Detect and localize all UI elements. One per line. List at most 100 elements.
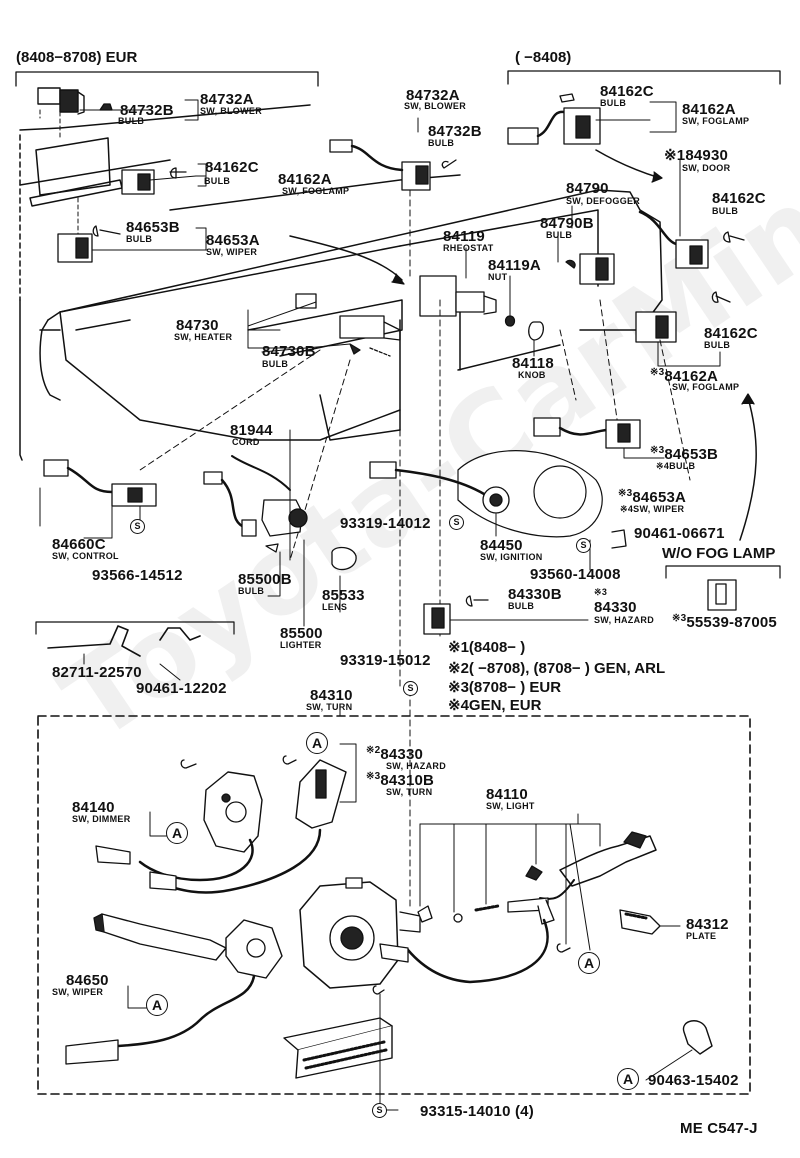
part-number-84653A-right-num: 84653A [632, 489, 687, 506]
part-desc-84653A-right: ※4SW, WIPER [620, 505, 684, 514]
part-number-84162A-left: 84162A [278, 171, 332, 188]
defogger-switch [565, 253, 615, 285]
part-desc-84330B: BULB [508, 601, 535, 611]
note-1: ※1(8408− ) [448, 640, 525, 655]
part-desc-84162A-r2: SW, FOGLAMP [672, 382, 740, 392]
note-1-text: (8408− ) [468, 639, 526, 656]
screw-symbol: S [576, 538, 591, 553]
part-number-84310B: ※384310B [366, 771, 434, 789]
part-number-84110: 84110 [486, 786, 528, 803]
part-number-90463: 90463-15402 [648, 1072, 739, 1089]
part-number-90461-12202: 90461-12202 [136, 680, 227, 697]
part-number-84930: ※184930 [664, 148, 728, 163]
part-desc-84140: SW, DIMMER [72, 814, 131, 824]
part-number-84330-lower: ※284330 [366, 745, 423, 763]
combination-switch-box [37, 715, 751, 1095]
screw-symbol: S [372, 1103, 387, 1118]
part-desc-84310B: SW, TURN [386, 787, 433, 797]
screw-symbol: S [403, 681, 418, 696]
callout-a: A [578, 952, 600, 974]
note-2-mark: ※2 [448, 660, 469, 677]
part-number-84162A-r2: ※384162A [650, 368, 719, 385]
part-number-84162C-r2: 84162C [704, 325, 758, 342]
note-1-mark: ※1 [448, 639, 469, 656]
part-number-84732A-mid: 84732A [406, 87, 460, 104]
ignition-switch [369, 450, 627, 571]
band-clamp [682, 1020, 713, 1055]
dashboard-outline [19, 104, 663, 461]
connector-block [283, 985, 393, 1079]
pointer-arrow-left [289, 235, 403, 281]
part-desc-84653A-right-text: SW, WIPER [633, 504, 685, 514]
note-mark-84653B-r: ※3 [650, 445, 665, 456]
note-4-text: GEN, EUR [468, 697, 542, 714]
part-desc-84732B-mid: BULB [428, 138, 455, 148]
part-number-93319-14012: 93319-14012 [340, 515, 431, 532]
combination-switch-housing [299, 877, 421, 989]
part-number-84660C: 84660C [52, 536, 106, 553]
note-mark-84310B: ※3 [366, 771, 381, 782]
part-desc-85500B: BULB [238, 586, 265, 596]
dimmer-switch [95, 759, 263, 882]
part-number-84162A-r2-num: 84162A [664, 368, 719, 385]
note-mark-84330-lower: ※2 [366, 745, 381, 756]
foglamp-switch-topright [507, 93, 601, 145]
part-desc-84790B: BULB [546, 230, 573, 240]
part-number-84450: 84450 [480, 537, 523, 554]
part-desc-84930: SW, DOOR [682, 163, 731, 173]
part-number-55539: ※355539-87005 [672, 614, 777, 631]
part-number-84790B: 84790B [540, 215, 594, 232]
part-desc-84110: SW, LIGHT [486, 801, 535, 811]
note-3-text: (8708− ) EUR [468, 679, 562, 696]
part-number-84790: 84790 [566, 180, 609, 197]
door-switch [638, 210, 745, 269]
part-desc-84310: SW, TURN [306, 702, 353, 712]
wiper-switch-right [533, 417, 665, 459]
part-number-84650: 84650 [66, 972, 109, 989]
part-desc-84732A-left: SW, BLOWER [200, 106, 262, 116]
part-number-84119: 84119 [443, 228, 485, 245]
callout-a: A [166, 822, 188, 844]
callout-a: A [306, 732, 328, 754]
note-4-mark: ※4 [448, 697, 469, 714]
part-number-84653B-right-num: 84653B [664, 446, 719, 463]
wiper-switch-lever [65, 913, 283, 1065]
heater-switch [295, 293, 401, 357]
plate-84312 [619, 909, 681, 935]
note-mark-84653A-r: ※3 [618, 488, 633, 499]
part-number-84140: 84140 [72, 799, 115, 816]
part-desc-84732A-mid: SW, BLOWER [404, 101, 466, 111]
screw-symbol: S [130, 519, 145, 534]
part-number-55539-num: 55539-87005 [686, 614, 777, 631]
diagram-code: ME C547-J [680, 1120, 758, 1137]
part-number-84653B-left: 84653B [126, 219, 180, 236]
callout-a: A [146, 994, 168, 1016]
rheostat-assembly [419, 275, 545, 341]
part-desc-84162A-left: SW, FOGLAMP [282, 186, 350, 196]
part-number-84330B: 84330B [508, 586, 562, 603]
part-desc-84119: RHEOSTAT [443, 243, 494, 253]
part-desc-84312: PLATE [686, 931, 717, 941]
part-number-84119A: 84119A [488, 257, 541, 274]
early-range-header: ( −8408) [515, 49, 572, 66]
pointer-arrow-wofog [739, 397, 757, 541]
clamp-90461 [159, 627, 201, 641]
note-2: ※2( −8708), (8708− ) GEN, ARL [448, 661, 665, 676]
part-number-84162C-right: 84162C [712, 190, 766, 207]
part-number-84312: 84312 [686, 916, 729, 933]
lighter-assembly [203, 429, 357, 627]
part-number-84162C-topright: 84162C [600, 83, 654, 100]
part-desc-84653B-right-text: BULB [669, 461, 696, 471]
part-desc-84730B: BULB [262, 359, 289, 369]
leaders-left [39, 99, 207, 251]
part-desc-84650: SW, WIPER [52, 987, 104, 997]
part-desc-84450: SW, IGNITION [480, 552, 543, 562]
part-desc-84162C-left: BULB [204, 176, 231, 186]
part-number-93560: 93560-14008 [530, 566, 621, 583]
note-2-text: ( −8708), (8708− ) GEN, ARL [468, 660, 666, 677]
note-3-mark: ※3 [448, 679, 469, 696]
part-desc-84330-lower: SW, HAZARD [386, 761, 446, 771]
part-number-84653B-right: ※384653B [650, 445, 719, 463]
part-desc-84660C: SW, CONTROL [52, 551, 119, 561]
part-number-84118: 84118 [512, 355, 554, 372]
